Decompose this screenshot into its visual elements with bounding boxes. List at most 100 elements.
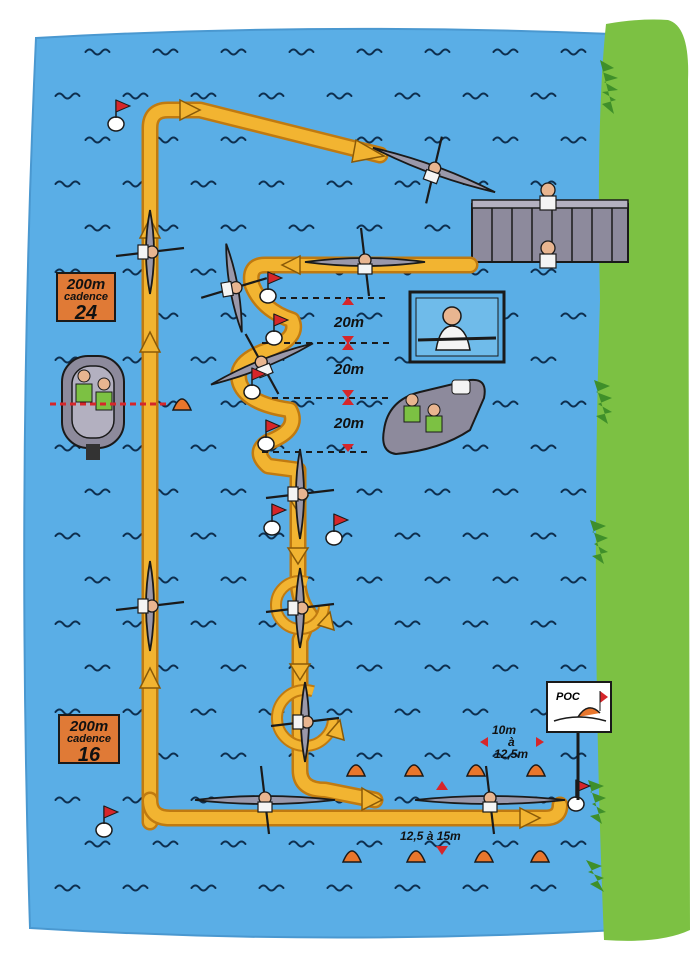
wave-mark <box>288 400 315 408</box>
wave-mark <box>394 180 421 188</box>
orange-buoy <box>465 764 487 777</box>
wave-mark <box>492 400 519 408</box>
arrow-down-2 <box>286 547 310 566</box>
rowing-shell <box>304 227 426 297</box>
rowing-shell <box>265 567 335 649</box>
wave-mark <box>190 708 217 716</box>
wave-mark <box>356 488 383 496</box>
wave-mark <box>394 92 421 100</box>
orange-buoy <box>345 764 367 777</box>
wave-mark <box>356 840 383 848</box>
poc-sign: POC <box>546 681 612 733</box>
grass-bank <box>595 19 690 941</box>
wave-mark <box>84 840 111 848</box>
rowing-shell <box>414 765 566 835</box>
orange-buoy <box>171 398 193 411</box>
wave-mark <box>54 356 81 364</box>
gap-lateral-line1: 10m <box>492 723 516 737</box>
cadence-sign-bottom-distance: 200m <box>69 718 109 735</box>
wave-mark <box>560 488 587 496</box>
arrow-right-top <box>179 98 202 122</box>
orange-buoy <box>403 764 425 777</box>
wave-mark <box>220 400 247 408</box>
wave-mark <box>462 444 489 452</box>
wave-mark <box>394 884 421 892</box>
wave-mark <box>84 488 111 496</box>
wave-mark <box>220 840 247 848</box>
wave-mark <box>258 884 285 892</box>
wave-mark <box>356 576 383 584</box>
gap-lateral-line2: à <box>508 735 515 749</box>
wave-mark <box>190 532 217 540</box>
person-on-dock <box>540 182 556 198</box>
wave-mark <box>560 576 587 584</box>
wave-mark <box>530 356 557 364</box>
wave-mark <box>394 796 421 804</box>
wave-mark <box>424 48 451 56</box>
wave-mark <box>84 136 111 144</box>
wave-mark <box>190 620 217 628</box>
cadence-sign-bottom-word: cadence <box>66 733 112 745</box>
wave-mark <box>258 532 285 540</box>
wave-mark <box>394 708 421 716</box>
wave-mark <box>424 576 451 584</box>
wave-mark <box>84 664 111 672</box>
wave-mark <box>530 620 557 628</box>
wave-mark <box>220 136 247 144</box>
wave-mark <box>356 752 383 760</box>
boats <box>115 136 566 835</box>
rowing-shell <box>115 209 185 295</box>
rowing-shell <box>265 448 335 540</box>
wave-mark <box>560 664 587 672</box>
flag-buoy <box>95 805 120 838</box>
wave-mark <box>220 752 247 760</box>
wave-mark <box>84 576 111 584</box>
wave-mark <box>326 356 353 364</box>
arrow-to-kayak <box>351 138 387 163</box>
gap-longitudinal-label: 12,5 à 15m <box>400 829 461 843</box>
wave-mark <box>190 444 217 452</box>
wave-mark <box>356 224 383 232</box>
orange-buoy <box>473 850 495 863</box>
flag-buoy <box>263 503 288 536</box>
wave-mark <box>356 400 383 408</box>
cadence-sign-top: 200m cadence 24 <box>56 272 116 323</box>
orange-buoy <box>341 850 363 863</box>
flag-buoy <box>265 313 290 346</box>
wave-mark <box>190 92 217 100</box>
wave-mark <box>560 840 587 848</box>
distance-label-3: 20m <box>333 415 364 432</box>
wave-mark <box>190 268 217 276</box>
wave-mark <box>424 664 451 672</box>
wave-mark <box>462 884 489 892</box>
wave-mark <box>258 180 285 188</box>
gap-arrows <box>436 737 544 855</box>
arrow-up-1 <box>138 666 162 689</box>
wave-mark <box>356 664 383 672</box>
buoys <box>95 99 592 863</box>
wave-mark <box>326 180 353 188</box>
wave-mark <box>190 180 217 188</box>
arrow-right-last <box>519 806 542 830</box>
cadence-sign-bottom: 200m cadence 16 <box>58 714 120 765</box>
distance-label-1: 20m <box>333 314 364 331</box>
arrow-loop-1 <box>316 610 336 632</box>
wave-mark <box>424 752 451 760</box>
wave-mark <box>220 664 247 672</box>
arrow-down-3 <box>288 663 312 682</box>
wave-mark <box>54 180 81 188</box>
wave-mark <box>54 796 81 804</box>
wave-mark <box>492 136 519 144</box>
wave-mark <box>530 444 557 452</box>
wave-mark <box>462 532 489 540</box>
wave-mark <box>530 884 557 892</box>
cadence-sign-top-distance: 200m <box>66 276 106 293</box>
wave-mark <box>326 92 353 100</box>
wave-mark <box>54 884 81 892</box>
wave-mark <box>288 224 315 232</box>
wave-mark <box>152 840 179 848</box>
wave-mark <box>424 136 451 144</box>
wave-mark <box>530 268 557 276</box>
